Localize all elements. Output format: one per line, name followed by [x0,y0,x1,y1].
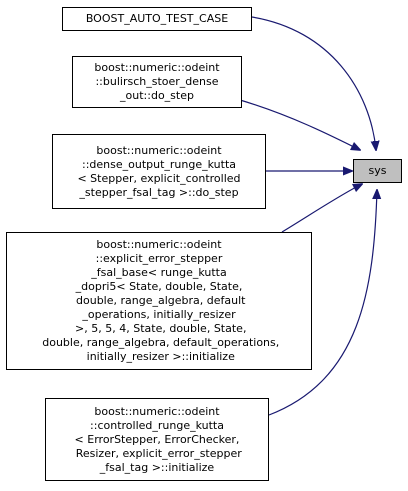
caller-line: ::controlled_runge_kutta [90,418,224,432]
caller-line: _fsal_tag >::initialize [99,460,215,474]
caller-node-explicit-error-stepper-fsal-base[interactable]: boost::numeric::odeint ::explicit_error_… [6,232,312,370]
caller-node-boost-auto-test-case[interactable]: BOOST_AUTO_TEST_CASE [62,7,252,31]
edge-test-case-to-sys [251,16,376,150]
caller-line: boost::numeric::odeint [96,143,222,157]
caller-line: _operations, initially_resizer [82,308,236,321]
caller-line: double, range_algebra, default_operation… [38,336,280,349]
caller-line: ::dense_output_runge_kutta [82,157,236,171]
edge-explicit-error-to-sys [281,184,362,233]
caller-line: _stepper_fsal_tag >::do_step [79,185,239,199]
caller-line: _fsal_base< runge_kutta [91,266,227,279]
caller-line: BOOST_AUTO_TEST_CASE [85,12,229,25]
caller-line: < Stepper, explicit_controlled [77,171,241,185]
caller-line: double, range_algebra, default [72,294,246,307]
caller-node-dense-output-runge-kutta[interactable]: boost::numeric::odeint ::dense_output_ru… [52,134,266,209]
caller-line: boost::numeric::odeint [94,404,220,418]
caller-line: initially_resizer >::initialize [83,350,235,363]
caller-line: ::explicit_error_stepper [95,252,223,265]
caller-line: ::bulirsch_stoer_dense [95,75,219,88]
caller-line: _out::do_step [120,89,194,102]
caller-line: boost::numeric::odeint [94,61,220,74]
caller-line: _dopri5< State, double, State, [75,280,243,293]
caller-node-controlled-runge-kutta[interactable]: boost::numeric::odeint ::controlled_rung… [45,398,269,481]
caller-line: Resizer, explicit_error_stepper [72,446,242,460]
edge-bulirsch-to-sys [239,99,360,150]
edge-controlled-to-sys [268,190,377,416]
caller-line: boost::numeric::odeint [96,238,222,251]
caller-line: >, 5, 5, 4, State, double, State, [71,322,247,335]
focus-label: sys [368,164,387,177]
focus-node-sys[interactable]: sys [353,159,402,183]
caller-line: < ErrorStepper, ErrorChecker, [74,432,240,446]
caller-node-bulirsch-stoer-dense-out[interactable]: boost::numeric::odeint ::bulirsch_stoer_… [72,56,242,108]
